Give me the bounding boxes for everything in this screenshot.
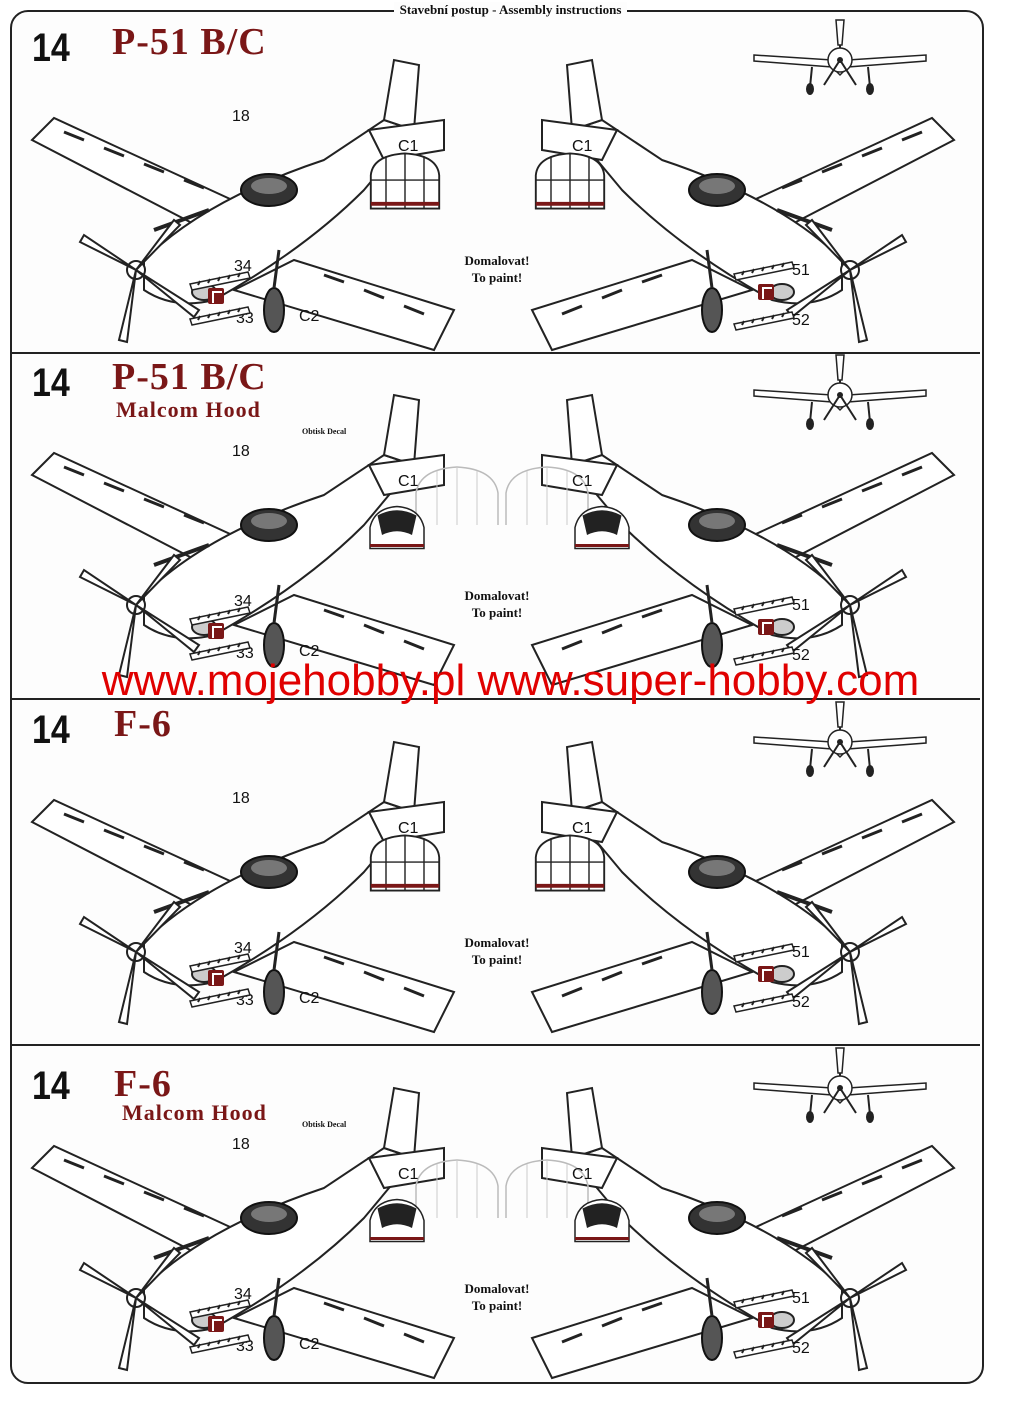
rocket-strip-icon	[733, 993, 795, 1013]
header-title: Stavební postup - Assembly instructions	[393, 2, 628, 17]
paint-note: Domalovat! To paint!	[442, 1280, 552, 1314]
section-divider	[12, 1044, 980, 1046]
paint-note: Domalovat! To paint!	[442, 252, 552, 286]
sheet-header: Stavební postup - Assembly instructions	[0, 2, 1021, 18]
part-c2-label: C2	[299, 643, 320, 660]
section-divider	[12, 698, 980, 700]
part-51-label: 51	[792, 1290, 810, 1307]
rocket-strip-icon	[733, 1339, 795, 1359]
paint-note-cz: Domalovat!	[464, 935, 530, 950]
step-number: 14	[32, 708, 70, 752]
part-c2-label: C2	[299, 1336, 320, 1353]
variant-subtitle: Malcom Hood	[122, 1100, 267, 1125]
variant-title: F-6	[114, 1063, 172, 1105]
aircraft-front-view-icon	[753, 1047, 927, 1124]
step-number: 14	[32, 1064, 70, 1108]
paint-note: Domalovat! To paint!	[442, 934, 552, 968]
part-c2-label: C2	[299, 990, 320, 1007]
optional-part-icon	[208, 970, 224, 986]
part-34-label: 34	[234, 1286, 252, 1303]
decal-label: Obtisk Decal	[302, 1120, 347, 1129]
rocket-strip-icon	[733, 311, 795, 331]
optional-part-icon	[208, 1316, 224, 1332]
decal-label: Obtisk Decal	[302, 427, 347, 436]
part-18-label: 18	[232, 443, 250, 460]
variant-subtitle: Malcom Hood	[116, 397, 261, 422]
part-34-label: 34	[234, 593, 252, 610]
variant-title: P-51 B/C	[112, 356, 267, 398]
paint-note-en: To paint!	[471, 952, 523, 967]
rocket-strip-icon	[189, 1334, 251, 1354]
optional-part-icon	[758, 619, 774, 635]
rocket-strip-icon	[189, 306, 251, 326]
watermark-text: www.mojehobby.pl www.super-hobby.com	[101, 656, 920, 705]
paint-note-en: To paint!	[471, 270, 523, 285]
canopy-icon	[368, 1198, 426, 1243]
part-c1-label: C1	[572, 1166, 593, 1183]
part-18-label: 18	[232, 790, 250, 807]
canopy-icon	[573, 1198, 631, 1243]
rocket-strip-icon	[733, 596, 795, 616]
step-number: 14	[32, 26, 70, 70]
paint-note: Domalovat! To paint!	[442, 587, 552, 621]
part-51-label: 51	[792, 597, 810, 614]
part-51-label: 51	[792, 944, 810, 961]
part-34-label: 34	[234, 940, 252, 957]
part-34-label: 34	[234, 258, 252, 275]
aircraft-front-view-icon	[753, 19, 927, 96]
rocket-strip-icon	[189, 988, 251, 1008]
canopy-icon	[533, 833, 607, 893]
rocket-strip-icon	[733, 1289, 795, 1309]
aircraft-front-view-icon	[753, 701, 927, 778]
paint-note-en: To paint!	[471, 605, 523, 620]
part-52-label: 52	[792, 1340, 810, 1357]
part-c2-label: C2	[299, 308, 320, 325]
aircraft-front-view-icon	[753, 354, 927, 431]
canopy-icon	[533, 151, 607, 211]
canopy-icon	[573, 505, 631, 550]
part-c1-label: C1	[398, 473, 419, 490]
paint-note-cz: Domalovat!	[464, 1281, 530, 1296]
rocket-strip-icon	[733, 943, 795, 963]
rocket-strip-icon	[733, 261, 795, 281]
part-52-label: 52	[792, 647, 810, 664]
optional-part-icon	[208, 623, 224, 639]
optional-part-icon	[208, 288, 224, 304]
part-c1-label: C1	[572, 473, 593, 490]
part-c1-label: C1	[398, 820, 419, 837]
paint-note-cz: Domalovat!	[464, 588, 530, 603]
part-c1-label: C1	[398, 1166, 419, 1183]
optional-part-icon	[758, 1312, 774, 1328]
paint-note-cz: Domalovat!	[464, 253, 530, 268]
canopy-icon	[368, 505, 426, 550]
part-18-label: 18	[232, 108, 250, 125]
variant-title: F-6	[114, 703, 172, 745]
part-51-label: 51	[792, 262, 810, 279]
part-c1-label: C1	[572, 820, 593, 837]
optional-part-icon	[758, 284, 774, 300]
part-c1-label: C1	[572, 138, 593, 155]
canopy-icon	[368, 833, 442, 893]
part-52-label: 52	[792, 312, 810, 329]
part-18-label: 18	[232, 1136, 250, 1153]
paint-note-en: To paint!	[471, 1298, 523, 1313]
canopy-icon	[368, 151, 442, 211]
part-52-label: 52	[792, 994, 810, 1011]
section-divider	[12, 352, 980, 354]
optional-part-icon	[758, 966, 774, 982]
variant-title: P-51 B/C	[112, 21, 267, 63]
step-number: 14	[32, 361, 70, 405]
part-c1-label: C1	[398, 138, 419, 155]
